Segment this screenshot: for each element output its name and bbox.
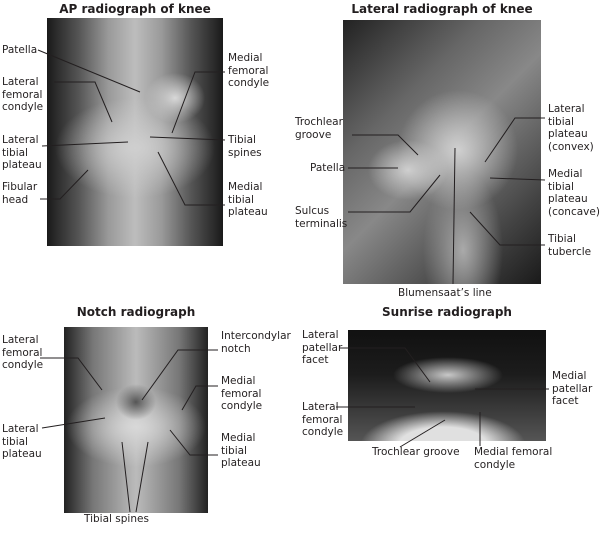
label-lateral-femoral-condyle-notch: Lateral femoral condyle [2, 334, 44, 371]
label-sulcus-terminalis: Sulcus terminalis [295, 205, 348, 230]
label-lateral-tibial-plateau-notch: Lateral tibial plateau [2, 423, 42, 460]
label-tibial-spines-notch: Tibial spines [84, 513, 149, 525]
label-medial-tibial-plateau: Medial tibial plateau [228, 181, 268, 218]
label-lateral-femoral-condyle-sunrise: Lateral femoral condyle [302, 401, 344, 438]
label-medial-patellar-facet: Medial patellar facet [552, 370, 593, 407]
label-medial-femoral-condyle: Medial femoral condyle [228, 52, 270, 89]
leader-line [40, 169, 89, 200]
leader-line [489, 177, 546, 181]
label-blumensaats-line: Blumensaat’s line [398, 287, 492, 299]
leader-line [484, 117, 545, 163]
leader-line [399, 419, 446, 448]
leader-line [181, 385, 218, 411]
label-tibial-spines: Tibial spines [228, 134, 262, 159]
leader-line [40, 357, 103, 391]
leader-line [41, 141, 129, 147]
label-patella-lateral: Patella [310, 162, 346, 174]
label-lateral-tibial-plateau-convex: Lateral tibial plateau (convex) [548, 103, 594, 153]
label-fibular-head: Fibular head [2, 181, 38, 206]
leader-line [157, 151, 225, 206]
label-medial-tibial-plateau-notch: Medial tibial plateau [221, 432, 261, 469]
leader-line [452, 147, 456, 285]
label-medial-femoral-condyle-notch: Medial femoral condyle [221, 375, 263, 412]
label-intercondylar-notch: Intercondylar notch [221, 330, 291, 355]
leader-line [169, 429, 218, 456]
ap-title: AP radiograph of knee [59, 2, 211, 16]
label-trochlear-groove: Trochlear groove [295, 116, 343, 141]
ap-radiograph-image [47, 18, 223, 246]
leader-line [340, 347, 431, 383]
leader-line [54, 81, 113, 123]
leader-line [121, 441, 131, 513]
label-trochlear-groove-sunrise: Trochlear groove [372, 446, 460, 458]
label-patella: Patella [2, 44, 38, 56]
label-lateral-tibial-plateau: Lateral tibial plateau [2, 134, 42, 171]
notch-radiograph-image [64, 327, 208, 513]
leader-line [141, 349, 218, 401]
label-medial-femoral-condyle-sunrise: Medial femoral condyle [474, 446, 553, 471]
leader-line [348, 174, 441, 213]
leader-line [135, 441, 149, 513]
notch-title: Notch radiograph [76, 305, 196, 319]
sunrise-title: Sunrise radiograph [382, 305, 512, 319]
leader-line [352, 134, 419, 156]
leader-line [41, 417, 106, 429]
label-tibial-tubercle: Tibial tubercle [548, 233, 592, 258]
leader-line [469, 211, 545, 246]
leader-line [149, 136, 226, 141]
label-lateral-patellar-facet: Lateral patellar facet [302, 329, 343, 366]
lateral-radiograph-image [343, 20, 541, 284]
lateral-title: Lateral radiograph of knee [351, 2, 533, 16]
leader-line [37, 49, 141, 93]
label-medial-tibial-plateau-concave: Medial tibial plateau (concave) [548, 168, 600, 218]
label-lateral-femoral-condyle: Lateral femoral condyle [2, 76, 44, 113]
leader-line [171, 71, 225, 134]
